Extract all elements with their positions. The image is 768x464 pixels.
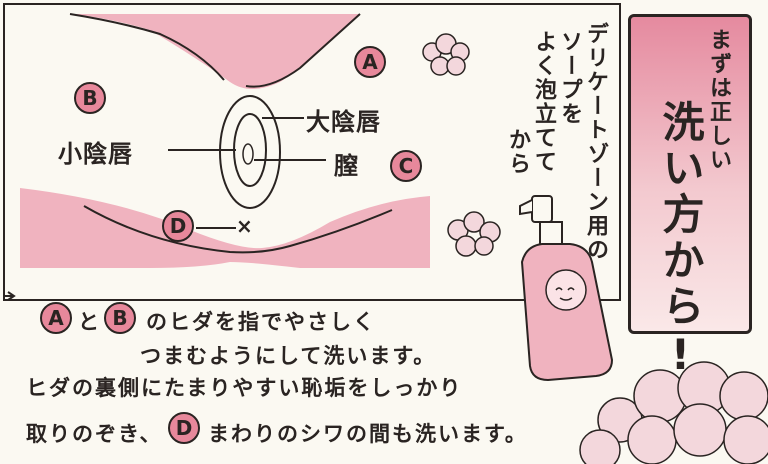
panel-frame: [3, 3, 621, 301]
soap-note-line-2: ソープを: [557, 30, 582, 126]
vagina-label: 膣: [334, 152, 359, 180]
instruction-b-marker: B: [104, 302, 136, 334]
instruction-line-3: ヒダの裏側にたまりやすい恥垢をしっかり: [26, 376, 463, 400]
soap-note-line-4: から: [505, 128, 530, 176]
instruction-and: と: [78, 310, 101, 334]
x-mark: ×: [236, 214, 253, 238]
foam-bubbles-top: [422, 33, 470, 76]
foam-bubbles-mid: [447, 211, 501, 257]
foam-bubbles-bottom: [579, 361, 768, 464]
label-b-marker: B: [74, 82, 106, 114]
soap-note-line-1: デリケートゾーン用の: [583, 22, 608, 262]
soap-note-line-3: よく泡立てて: [531, 30, 556, 174]
lower-body-shape: [20, 188, 430, 268]
title-sign-heading: 洗い方から!: [656, 100, 705, 383]
instruction-line-1: のヒダを指でやさしく: [146, 310, 376, 334]
instruction-line-4-start: 取りのぞき、: [26, 422, 163, 446]
instruction-d-marker: D: [168, 412, 200, 444]
soap-bottle-drawing: [519, 195, 614, 382]
title-sign-subtitle: まずは正しい: [706, 28, 731, 172]
instruction-line-2: つまむようにして洗います。: [140, 344, 437, 368]
instruction-line-4: まわりのシワの間も洗います。: [208, 422, 528, 446]
labia-minor-label: 小陰唇: [58, 140, 133, 168]
label-c-marker: C: [390, 150, 422, 182]
label-a-marker: A: [354, 46, 386, 78]
title-sign: [628, 14, 752, 334]
instruction-a-marker: A: [40, 302, 72, 334]
upper-body-shape: [70, 14, 360, 89]
labia-major-label: 大陰唇: [306, 108, 381, 136]
label-d-marker: D: [162, 210, 194, 242]
vagina-opening: [242, 143, 254, 165]
labia-minor-outline: [233, 113, 267, 187]
